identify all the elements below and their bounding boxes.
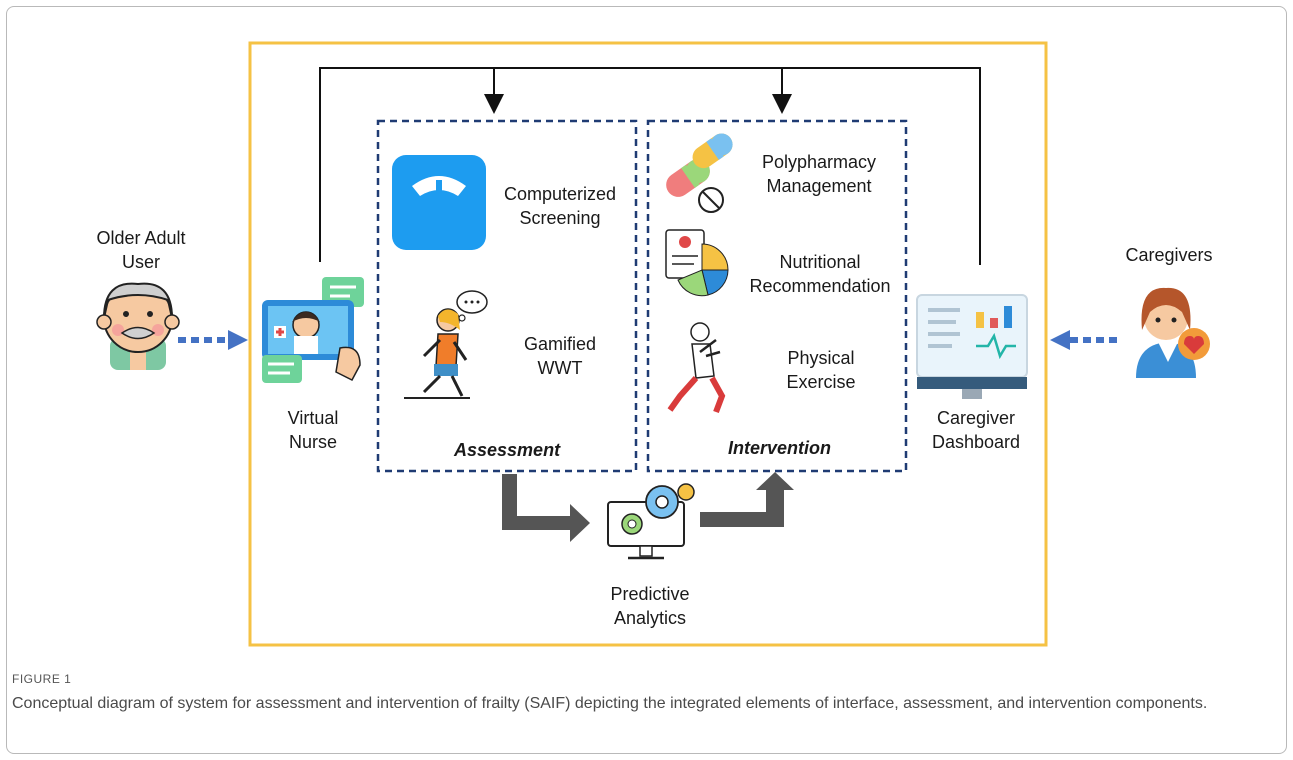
assessment-box [376, 119, 638, 473]
user-to-nurse-arrow [178, 330, 248, 350]
caregiver-to-dashboard-arrow [1050, 330, 1120, 350]
older-adult-icon [96, 282, 180, 370]
dashboard-monitor-icon [916, 294, 1028, 399]
figure-label: FIGURE 1 [12, 672, 72, 686]
analytics-computer-icon [607, 483, 695, 560]
assessment-title: Assessment [454, 440, 561, 460]
figure-frame [6, 6, 1287, 754]
nutrition-chart-icon [665, 229, 729, 297]
assessment-to-analytics-arrow [502, 474, 590, 542]
walking-woman-icon [404, 290, 488, 399]
caregivers-label: Caregivers [1125, 245, 1213, 265]
feedback-connector [319, 67, 981, 265]
runner-icon [667, 322, 726, 414]
intervention-box [646, 119, 908, 473]
system-boundary [248, 41, 1048, 647]
weighing-scale-icon [392, 155, 486, 250]
intervention-title: Intervention [728, 438, 832, 458]
pills-icon [666, 133, 733, 213]
virtual-nurse-icon [262, 277, 364, 383]
caregiver-icon [1136, 287, 1210, 378]
figure-caption: Conceptual diagram of system for assessm… [12, 695, 1208, 712]
analytics-to-intervention-arrow [700, 472, 794, 527]
